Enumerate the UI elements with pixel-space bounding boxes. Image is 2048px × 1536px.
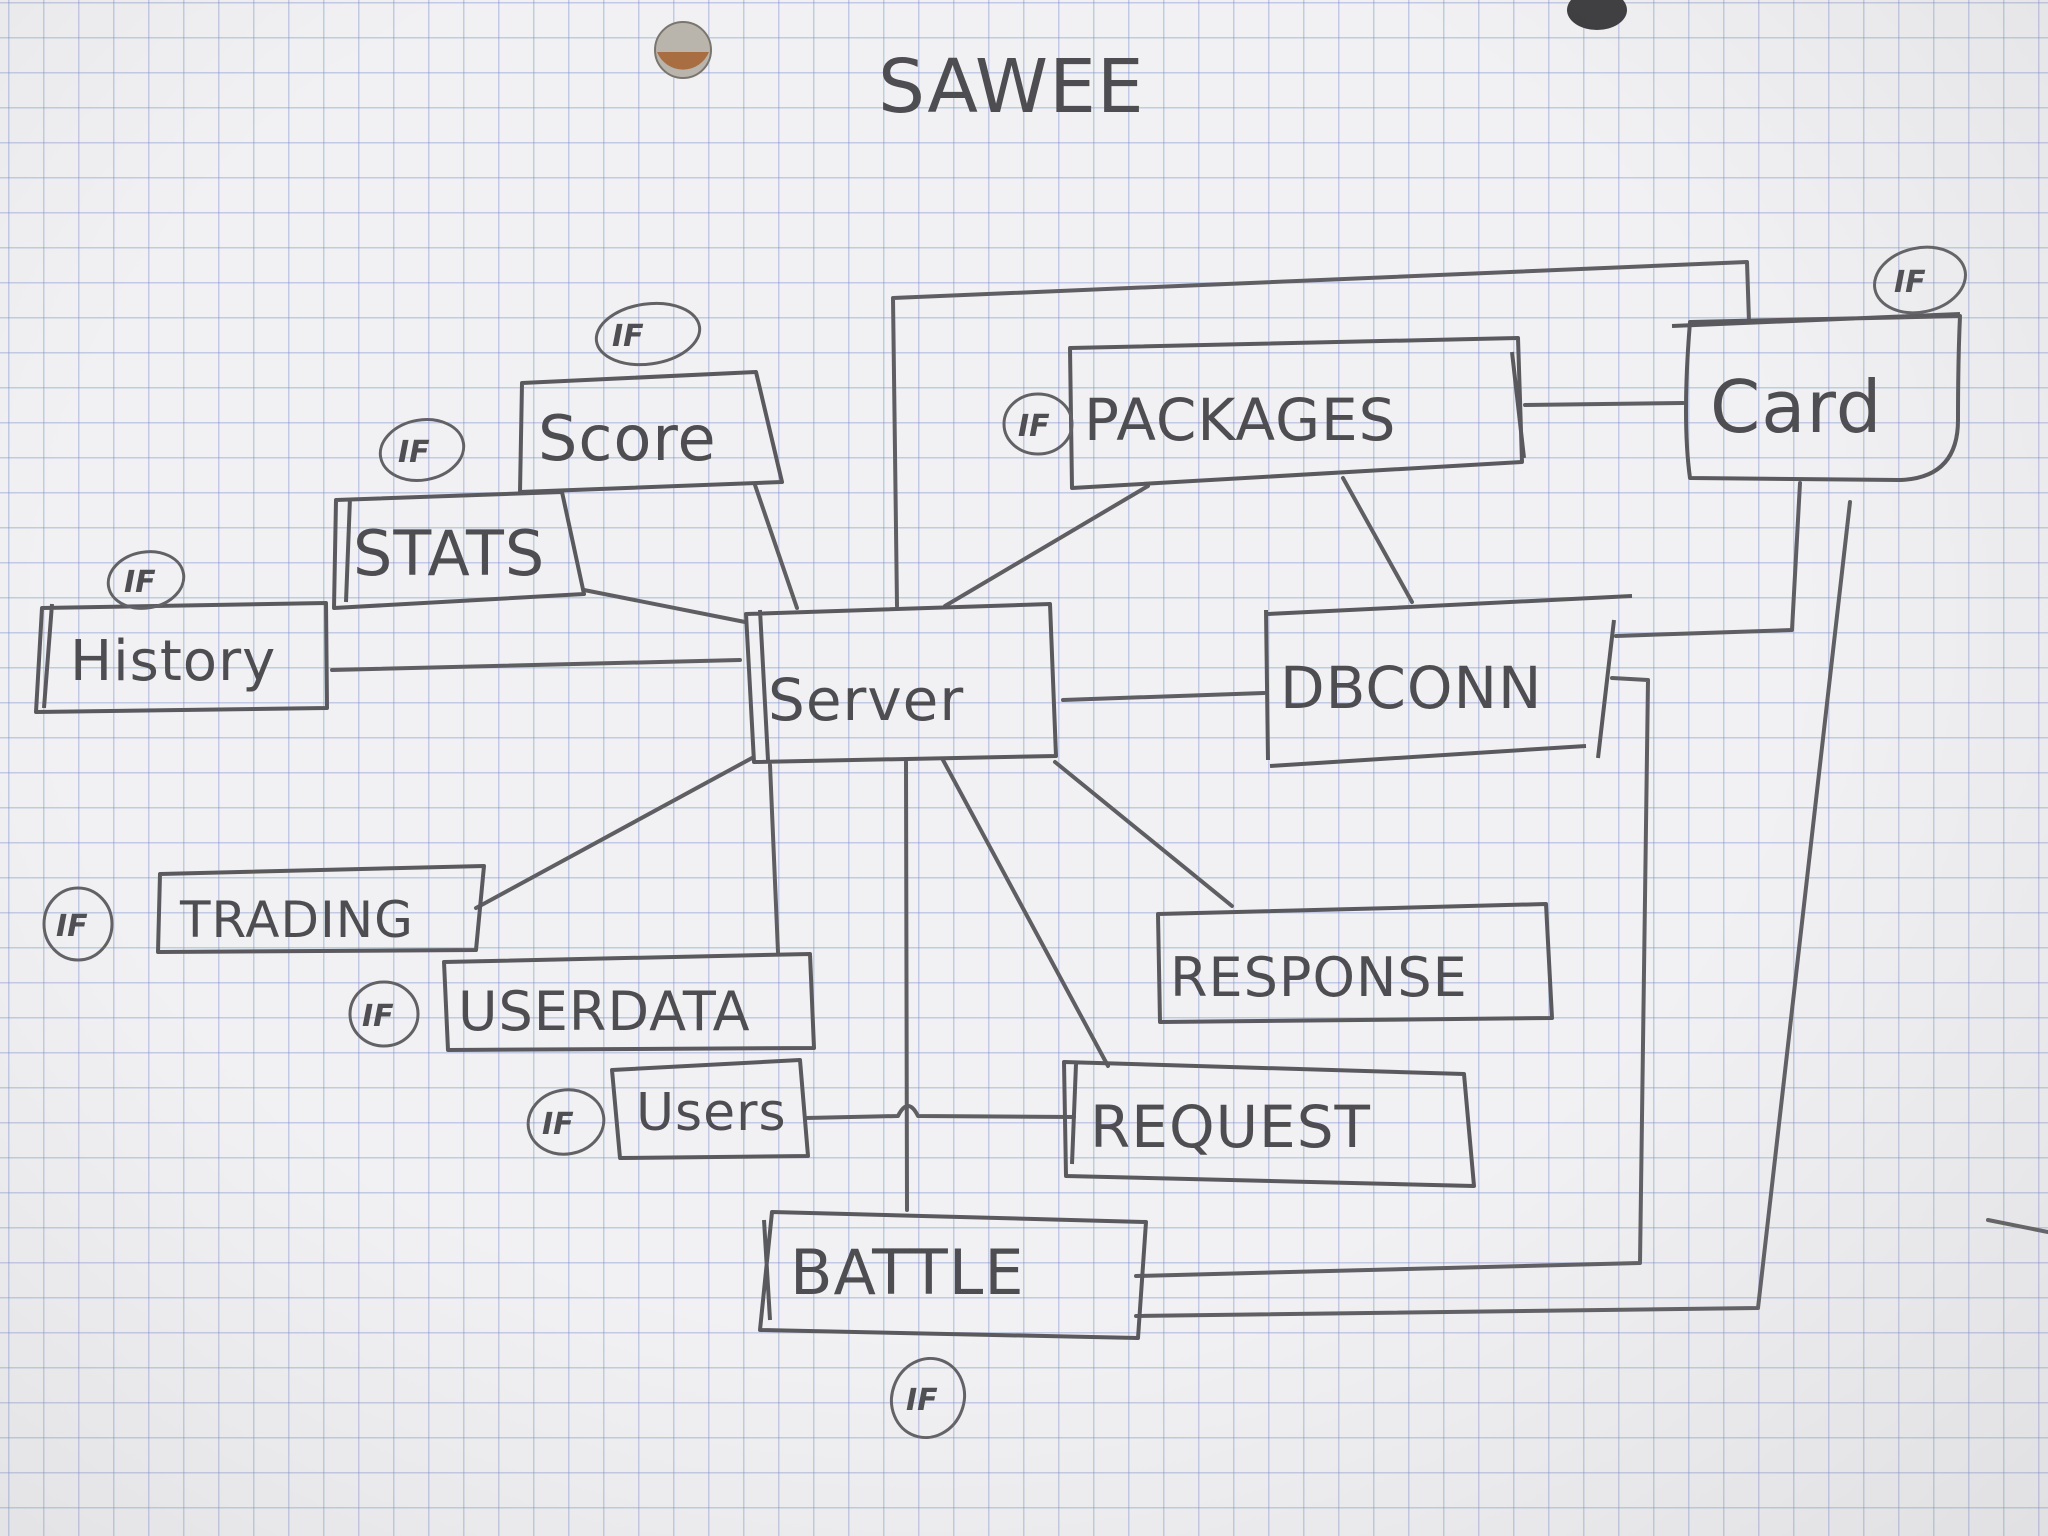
component-stats: STATS: [332, 490, 586, 610]
interface-tag-users: IF: [526, 1088, 606, 1156]
connector-stats-server: [582, 588, 747, 624]
interface-tag-history: IF: [106, 550, 186, 610]
connector-battle-dbconn: [1134, 676, 1650, 1278]
component-score: Score: [518, 370, 784, 494]
component-response: RESPONSE: [1156, 902, 1554, 1024]
connector-packages-card: [1523, 401, 1685, 407]
dbconn-label: DBCONN: [1280, 654, 1542, 722]
connector-score-server: [753, 483, 799, 610]
pushpin-icon: [1567, 0, 1627, 30]
interface-tag-score: IF: [594, 301, 702, 367]
component-packages: PACKAGES: [1068, 336, 1526, 490]
svg-text:IF: IF: [1018, 409, 1050, 444]
interface-tag-battle: IF: [890, 1356, 966, 1440]
connector-server-dbconn: [1061, 691, 1266, 702]
component-history: History: [34, 601, 329, 714]
component-server: Server: [744, 602, 1058, 764]
connector-packages-server: [943, 484, 1150, 608]
connector-server-userdata: [768, 763, 780, 954]
connector-server-battle: [904, 760, 909, 1212]
interface-tag-userdata: IF: [348, 980, 420, 1048]
server-label: Server: [768, 666, 964, 734]
interface-tag-stats: IF: [378, 418, 466, 482]
connector-server-response: [1053, 760, 1234, 908]
interface-tag-card: IF: [1873, 245, 1967, 315]
connector-server-trading: [474, 756, 754, 910]
component-battle: BATTLE: [758, 1210, 1148, 1340]
component-userdata: USERDATA: [442, 952, 816, 1052]
packages-label: PACKAGES: [1084, 386, 1397, 454]
svg-text:IF: IF: [398, 435, 430, 470]
diagram-title: SAWEE: [878, 44, 1145, 130]
svg-text:IF: IF: [362, 999, 394, 1034]
request-label: REQUEST: [1090, 1093, 1371, 1161]
svg-text:IF: IF: [56, 909, 88, 944]
connections: [330, 260, 1852, 1318]
response-label: RESPONSE: [1170, 946, 1468, 1009]
stray-pencil-mark: [1986, 1218, 2048, 1234]
component-dbconn: DBCONN: [1264, 594, 1633, 768]
stats-label: STATS: [353, 517, 545, 590]
component-card: Card: [1671, 312, 1962, 482]
svg-text:IF: IF: [906, 1383, 938, 1418]
connector-packages-dbconn: [1341, 476, 1414, 604]
connector-server-request: [941, 758, 1110, 1068]
pushpin-icon: [654, 21, 712, 79]
score-label: Score: [538, 402, 717, 475]
connector-history-server: [330, 658, 742, 672]
svg-text:IF: IF: [612, 319, 644, 354]
interface-tag-packages: IF: [1002, 392, 1074, 456]
connector-server-card-loop: [891, 260, 1751, 608]
userdata-label: USERDATA: [458, 980, 751, 1043]
connector-users-request: [804, 1104, 1076, 1120]
interface-tag-trading: IF: [42, 886, 114, 962]
svg-text:IF: IF: [542, 1107, 574, 1142]
component-users: Users: [610, 1058, 810, 1160]
component-request: REQUEST: [1062, 1060, 1476, 1188]
component-trading: TRADING: [156, 864, 486, 954]
history-label: History: [70, 629, 276, 694]
connector-card-dbconn: [1614, 481, 1802, 638]
battle-label: BATTLE: [790, 1236, 1025, 1309]
svg-text:IF: IF: [124, 565, 156, 600]
card-label: Card: [1710, 365, 1882, 449]
svg-text:IF: IF: [1894, 265, 1926, 300]
connector-battle-card: [1134, 500, 1852, 1318]
trading-label: TRADING: [179, 891, 414, 949]
users-label: Users: [636, 1083, 787, 1143]
